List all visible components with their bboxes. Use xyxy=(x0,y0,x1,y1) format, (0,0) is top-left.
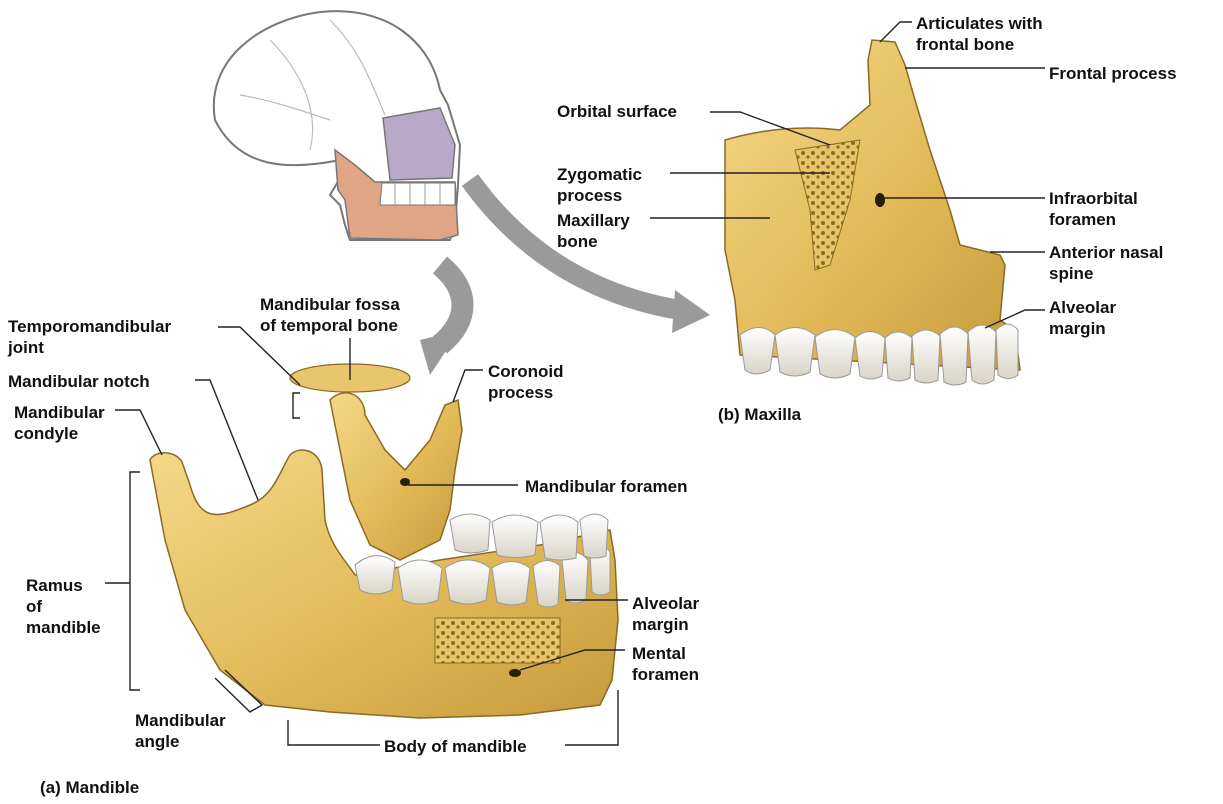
label-line: process xyxy=(488,382,564,403)
mandible-bone xyxy=(150,364,618,718)
label-infraorbital-foramen: Infraorbital foramen xyxy=(1049,188,1138,230)
label-line: Alveolar xyxy=(632,593,699,614)
label-line: Alveolar xyxy=(1049,297,1116,318)
label-mandibular-condyle: Mandibular condyle xyxy=(14,402,105,444)
label-line: margin xyxy=(632,614,699,635)
infraorbital-foramen-mark xyxy=(875,193,885,207)
label-line: bone xyxy=(557,231,630,252)
label-frontal-process: Frontal process xyxy=(1049,63,1177,84)
label-line: Mandibular fossa xyxy=(260,294,400,315)
label-ramus-of-mandible: Ramus of mandible xyxy=(26,575,101,638)
label-line: of xyxy=(26,596,101,617)
arrow-to-mandible xyxy=(420,265,463,375)
label-mental-foramen: Mental foramen xyxy=(632,643,699,685)
label-line: joint xyxy=(8,337,171,358)
label-line: Mandibular xyxy=(135,710,226,731)
label-line: margin xyxy=(1049,318,1116,339)
label-line: Mandibular xyxy=(14,402,105,423)
label-line: condyle xyxy=(14,423,105,444)
label-body-of-mandible: Body of mandible xyxy=(384,736,527,757)
label-line: foramen xyxy=(632,664,699,685)
label-mandibular-notch: Mandibular notch xyxy=(8,371,150,392)
mandible-spongy-cut xyxy=(435,618,560,663)
label-mandibular-foramen: Mandibular foramen xyxy=(525,476,687,497)
maxilla-highlight xyxy=(383,108,455,180)
caption-mandible: (a) Mandible xyxy=(40,778,139,798)
label-alveolar-margin-mandible: Alveolar margin xyxy=(632,593,699,635)
label-line: Articulates with xyxy=(916,13,1043,34)
label-maxillary-bone: Maxillary bone xyxy=(557,210,630,252)
label-zygomatic-process: Zygomatic process xyxy=(557,164,642,206)
label-articulates-frontal-bone: Articulates with frontal bone xyxy=(916,13,1043,55)
label-temporomandibular-joint: Temporomandibular joint xyxy=(8,316,171,358)
label-line: Maxillary xyxy=(557,210,630,231)
label-line: mandible xyxy=(26,617,101,638)
coronoid-ramus xyxy=(330,393,462,560)
label-anterior-nasal-spine: Anterior nasal spine xyxy=(1049,242,1163,284)
label-line: frontal bone xyxy=(916,34,1043,55)
label-mandibular-fossa: Mandibular fossa of temporal bone xyxy=(260,294,400,336)
mental-foramen-mark xyxy=(509,669,521,677)
label-line: Zygomatic xyxy=(557,164,642,185)
label-line: Ramus xyxy=(26,575,101,596)
upper-back-teeth xyxy=(450,514,608,560)
label-line: Anterior nasal xyxy=(1049,242,1163,263)
label-line: Infraorbital xyxy=(1049,188,1138,209)
label-line: foramen xyxy=(1049,209,1138,230)
label-line: Temporomandibular xyxy=(8,316,171,337)
label-line: Mental xyxy=(632,643,699,664)
label-orbital-surface: Orbital surface xyxy=(557,101,677,122)
label-mandibular-angle: Mandibular angle xyxy=(135,710,226,752)
label-alveolar-margin-maxilla: Alveolar margin xyxy=(1049,297,1116,339)
label-line: process xyxy=(557,185,642,206)
label-line: spine xyxy=(1049,263,1163,284)
caption-maxilla: (b) Maxilla xyxy=(718,405,801,425)
label-line: angle xyxy=(135,731,226,752)
label-line: of temporal bone xyxy=(260,315,400,336)
label-coronoid-process: Coronoid process xyxy=(488,361,564,403)
skull-icon xyxy=(214,11,460,240)
label-line: Coronoid xyxy=(488,361,564,382)
maxilla-bone xyxy=(725,40,1020,385)
